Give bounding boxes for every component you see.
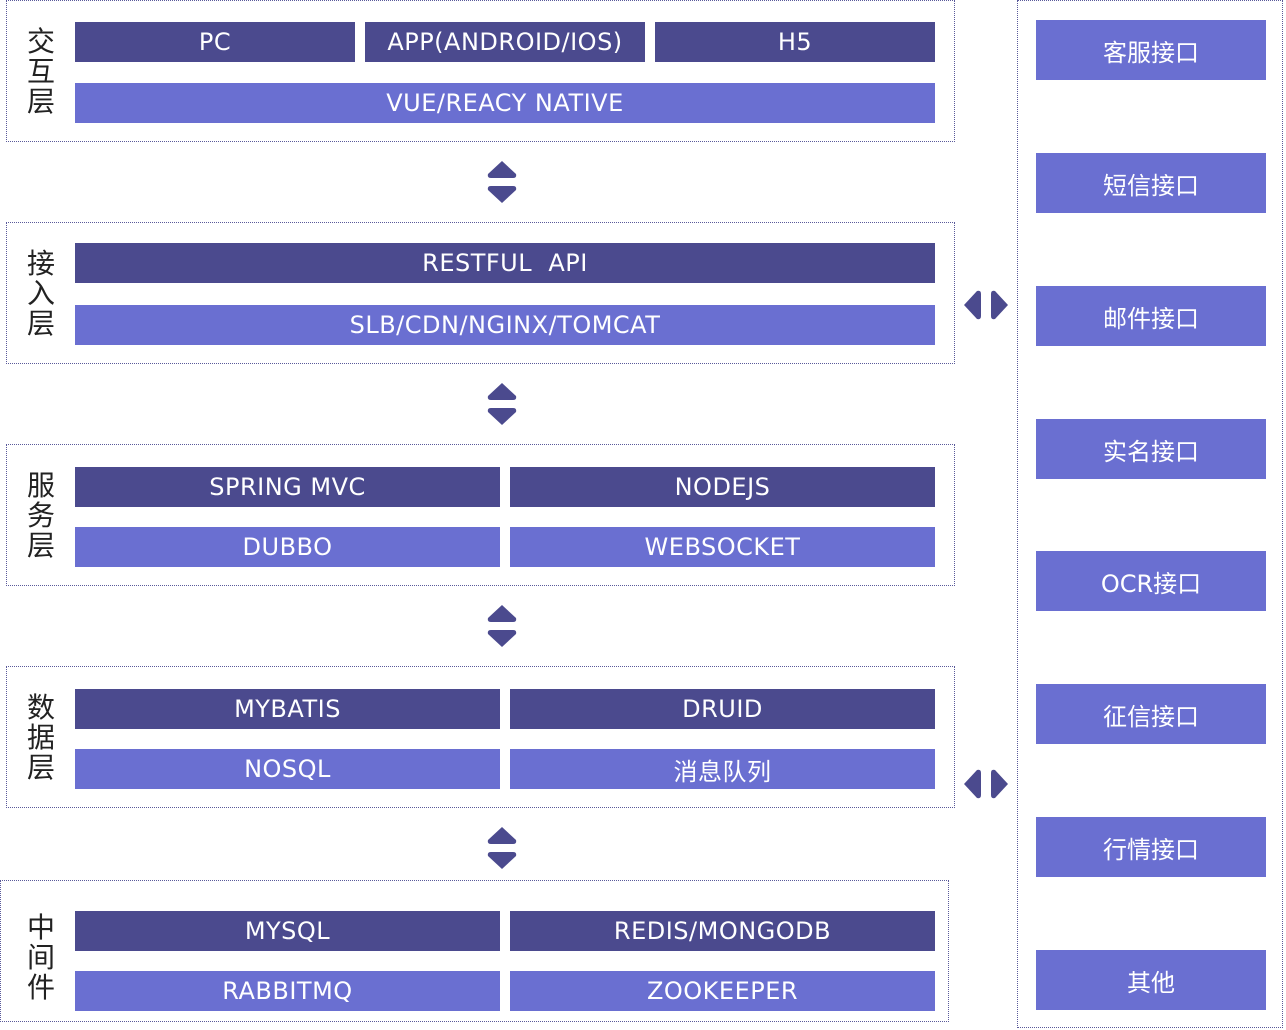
- mybatis-block: MYBATIS: [75, 689, 500, 729]
- interaction-layer: 交互层 PC APP(ANDROID/IOS) H5 VUE/REACY NAT…: [6, 0, 955, 142]
- rabbitmq-block: RABBITMQ: [75, 971, 500, 1011]
- zookeeper-block: ZOOKEEPER: [510, 971, 935, 1011]
- credit-interface: 征信接口: [1036, 684, 1266, 744]
- interfaces-panel: [1017, 0, 1283, 1028]
- restful-api-block: RESTFUL API: [75, 243, 935, 283]
- message-queue-block: 消息队列: [510, 749, 935, 789]
- ocr-interface: OCR接口: [1036, 551, 1266, 611]
- email-interface: 邮件接口: [1036, 286, 1266, 346]
- access-layer-title: 接入层: [26, 247, 55, 340]
- pc-block: PC: [75, 22, 355, 62]
- customer-service-interface: 客服接口: [1036, 20, 1266, 80]
- up-down-arrow-icon: [487, 383, 517, 425]
- app-block: APP(ANDROID/IOS): [365, 22, 645, 62]
- h5-block: H5: [655, 22, 935, 62]
- data-layer: 数据层 MYBATIS DRUID NOSQL 消息队列: [6, 666, 955, 808]
- up-down-arrow-icon: [487, 161, 517, 203]
- sms-interface: 短信接口: [1036, 153, 1266, 213]
- middleware-layer-title: 中间件: [26, 911, 55, 1004]
- real-name-interface: 实名接口: [1036, 419, 1266, 479]
- spring-mvc-block: SPRING MVC: [75, 467, 500, 507]
- druid-block: DRUID: [510, 689, 935, 729]
- slb-cdn-nginx-tomcat-block: SLB/CDN/NGINX/TOMCAT: [75, 305, 935, 345]
- nodejs-block: NODEJS: [510, 467, 935, 507]
- left-right-arrow-icon: [964, 290, 1008, 320]
- access-layer: 接入层 RESTFUL API SLB/CDN/NGINX/TOMCAT: [6, 222, 955, 364]
- websocket-block: WEBSOCKET: [510, 527, 935, 567]
- mysql-block: MYSQL: [75, 911, 500, 951]
- data-layer-title: 数据层: [26, 691, 55, 784]
- dubbo-block: DUBBO: [75, 527, 500, 567]
- vue-react-native-block: VUE/REACY NATIVE: [75, 83, 935, 123]
- market-interface: 行情接口: [1036, 817, 1266, 877]
- service-layer-title: 服务层: [26, 469, 55, 562]
- up-down-arrow-icon: [487, 827, 517, 869]
- up-down-arrow-icon: [487, 605, 517, 647]
- nosql-block: NOSQL: [75, 749, 500, 789]
- other-interface: 其他: [1036, 950, 1266, 1010]
- middleware-layer: 中间件 MYSQL REDIS/MONGODB RABBITMQ ZOOKEEP…: [0, 880, 949, 1022]
- redis-mongodb-block: REDIS/MONGODB: [510, 911, 935, 951]
- left-right-arrow-icon: [964, 769, 1008, 799]
- interaction-layer-title: 交互层: [26, 25, 55, 118]
- service-layer: 服务层 SPRING MVC NODEJS DUBBO WEBSOCKET: [6, 444, 955, 586]
